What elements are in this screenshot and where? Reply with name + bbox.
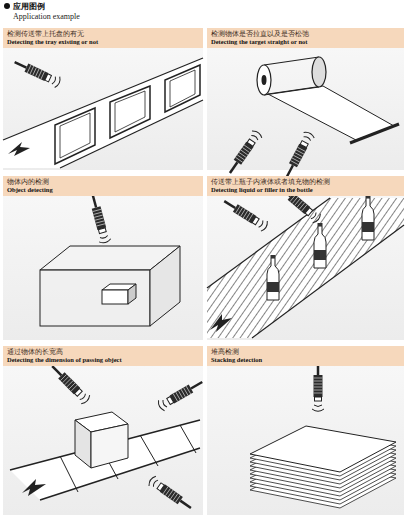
panel-heading: 通过物体的长宽高Detecting the dimension of passi… [3, 346, 203, 366]
subtitle: Application example [13, 12, 80, 21]
panel-heading: 检测传送带上托盘的有无Detecting the tray existing o… [3, 28, 203, 48]
heading-en: Stacking detection [211, 356, 400, 364]
heading-en: Detecting the dimension of passing objec… [7, 356, 199, 364]
heading-en: Detecting liquid or filler in the bottle [211, 186, 400, 194]
heading-en: Object detecting [7, 186, 199, 194]
panel-heading: 检测物体是否拉直以及是否松弛Detecting the target strai… [207, 28, 404, 48]
heading-cn: 堆高检测 [211, 348, 400, 356]
title: 应用图例 [13, 1, 45, 12]
panel-heading: 传送带上瓶子内液体或者填充物的检测Detecting liquid or fil… [207, 176, 404, 196]
heading-cn: 物体内的检测 [7, 178, 199, 186]
heading-cn: 检测传送带上托盘的有无 [7, 30, 199, 38]
heading-cn: 检测物体是否拉直以及是否松弛 [211, 30, 400, 38]
panel-heading: 堆高检测Stacking detection [207, 346, 404, 366]
panel-heading: 物体内的检测Object detecting [3, 176, 203, 196]
heading-en: Detecting the tray existing or not [7, 38, 199, 46]
heading-en: Detecting the target straight or not [211, 38, 400, 46]
heading-cn: 通过物体的长宽高 [7, 348, 199, 356]
heading-cn: 传送带上瓶子内液体或者填充物的检测 [211, 178, 400, 186]
